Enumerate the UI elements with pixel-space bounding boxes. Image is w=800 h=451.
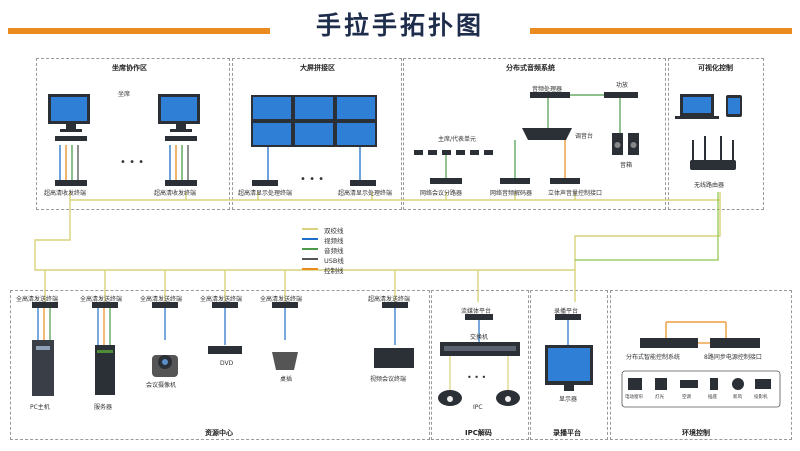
router-icon <box>690 136 736 170</box>
zone-resource <box>10 290 430 440</box>
seat-terminal-label: 超高清收发终端 <box>154 190 197 197</box>
amp-label: 功放 <box>616 82 629 89</box>
legend-swatches <box>302 228 318 270</box>
zone-label-env: 环境控制 <box>682 429 710 437</box>
wall-terminal-label: 超高清显示处理终端 <box>338 190 393 197</box>
rec-platform-label: 录播平台 <box>554 308 579 315</box>
svg-text:• • •: • • • <box>300 174 324 185</box>
seat-label: 坐席 <box>118 91 131 98</box>
switch-label: 交换机 <box>470 334 489 341</box>
server-icon <box>95 345 115 395</box>
net-decoder-label: 网络音频解码器 <box>490 190 533 197</box>
desk-label: 桌插 <box>280 376 293 383</box>
seat-terminal-label: 超高清收发终端 <box>44 190 87 197</box>
legend-item: 双绞线 <box>324 227 344 235</box>
sender-label: 全高清发送终端 <box>16 296 59 303</box>
zone-env <box>610 290 792 440</box>
zone-label-wall: 大屏拼接区 <box>300 64 335 72</box>
legend-item: 音频线 <box>324 247 344 255</box>
server-label: 服务器 <box>94 404 113 411</box>
mixer-label: 调音台 <box>575 133 594 140</box>
switch-icon <box>440 342 520 356</box>
net-splitter-label: 网络会议分路器 <box>420 190 463 197</box>
display-label: 显示器 <box>559 396 578 403</box>
zone-seat <box>36 58 230 210</box>
ipc-camera-icon <box>438 390 462 406</box>
zone-visual <box>668 58 764 210</box>
dist-ctrl-label: 分布式智能控制系统 <box>626 354 681 361</box>
laptop-icon <box>675 94 719 119</box>
env-item-label: 空调 <box>682 395 691 400</box>
vconf-label: 视频会议终端 <box>370 376 407 383</box>
sender-label: 全高清发送终端 <box>260 296 303 303</box>
stream-label: 流媒体平台 <box>461 308 492 315</box>
power-port-label: 8路同步电源控制接口 <box>704 354 762 361</box>
stereo-port-label: 立体声音量控制接口 <box>548 190 603 197</box>
camera-icon <box>152 355 178 377</box>
svg-text:• • •: • • • <box>120 157 144 168</box>
monitor-icon <box>158 94 200 141</box>
env-item-label: 电动窗帘 <box>625 395 643 400</box>
pc-host-icon <box>32 340 54 396</box>
zone-label-record: 录播平台 <box>553 429 581 437</box>
dvd-icon <box>208 346 242 354</box>
env-item-label: 投影机 <box>754 395 768 400</box>
twisted-pair-lines <box>34 192 721 302</box>
zone-label-visual: 可视化控制 <box>698 64 733 72</box>
vconf-terminal-icon <box>374 348 414 368</box>
sender-label: 全高清发送终端 <box>140 296 183 303</box>
desk-socket-icon <box>272 352 298 370</box>
legend-item: 控制线 <box>324 267 344 275</box>
mic-unit-label: 主席/代表单元 <box>438 136 477 143</box>
zone-record <box>530 290 608 440</box>
zone-wall <box>232 58 402 210</box>
audio-processor-label: 音频处理器 <box>532 86 563 93</box>
pc-label: PC主机 <box>30 404 50 411</box>
svg-text:• • •: • • • <box>467 373 486 382</box>
page-title: 手拉手拓扑图 <box>315 11 484 40</box>
monitor-icon <box>48 94 90 141</box>
legend-item: USB线 <box>324 257 344 265</box>
wall-terminal-label: 超高清显示处理终端 <box>238 190 293 197</box>
camera-label: 会议摄像机 <box>146 382 177 389</box>
dvd-label: DVD <box>220 360 234 367</box>
sender-label: 全高清发送终端 <box>200 296 243 303</box>
display-icon <box>545 345 593 391</box>
sender-label: 全高清发送终端 <box>80 296 123 303</box>
legend-item: 视频线 <box>324 237 344 245</box>
zone-audio <box>403 58 666 210</box>
router-label: 无线路由器 <box>694 182 725 189</box>
env-item-label: 新风 <box>733 395 742 400</box>
tablet-icon <box>726 95 742 117</box>
mixer-icon <box>522 128 572 140</box>
zone-label-seat: 坐席协作区 <box>112 64 147 72</box>
ipc-label: IPC <box>473 404 483 411</box>
zone-label-audio: 分布式音频系统 <box>506 64 555 72</box>
sender-label: 超高清发送终端 <box>368 296 411 303</box>
env-item-label: 插座 <box>708 395 717 400</box>
green-uplink <box>575 192 719 261</box>
env-item-label: 灯光 <box>655 395 664 400</box>
mic-unit-icon <box>414 150 493 155</box>
title-bar-left <box>8 28 270 34</box>
zone-ipc <box>431 290 529 440</box>
zone-label-resource: 资源中心 <box>205 429 233 437</box>
zone-label-ipc: IPC解码 <box>465 429 492 437</box>
speaker-label: 音箱 <box>620 162 633 169</box>
ipc-camera-icon <box>496 390 520 406</box>
video-wall-icon <box>251 95 377 147</box>
title-bar-right <box>530 28 792 34</box>
